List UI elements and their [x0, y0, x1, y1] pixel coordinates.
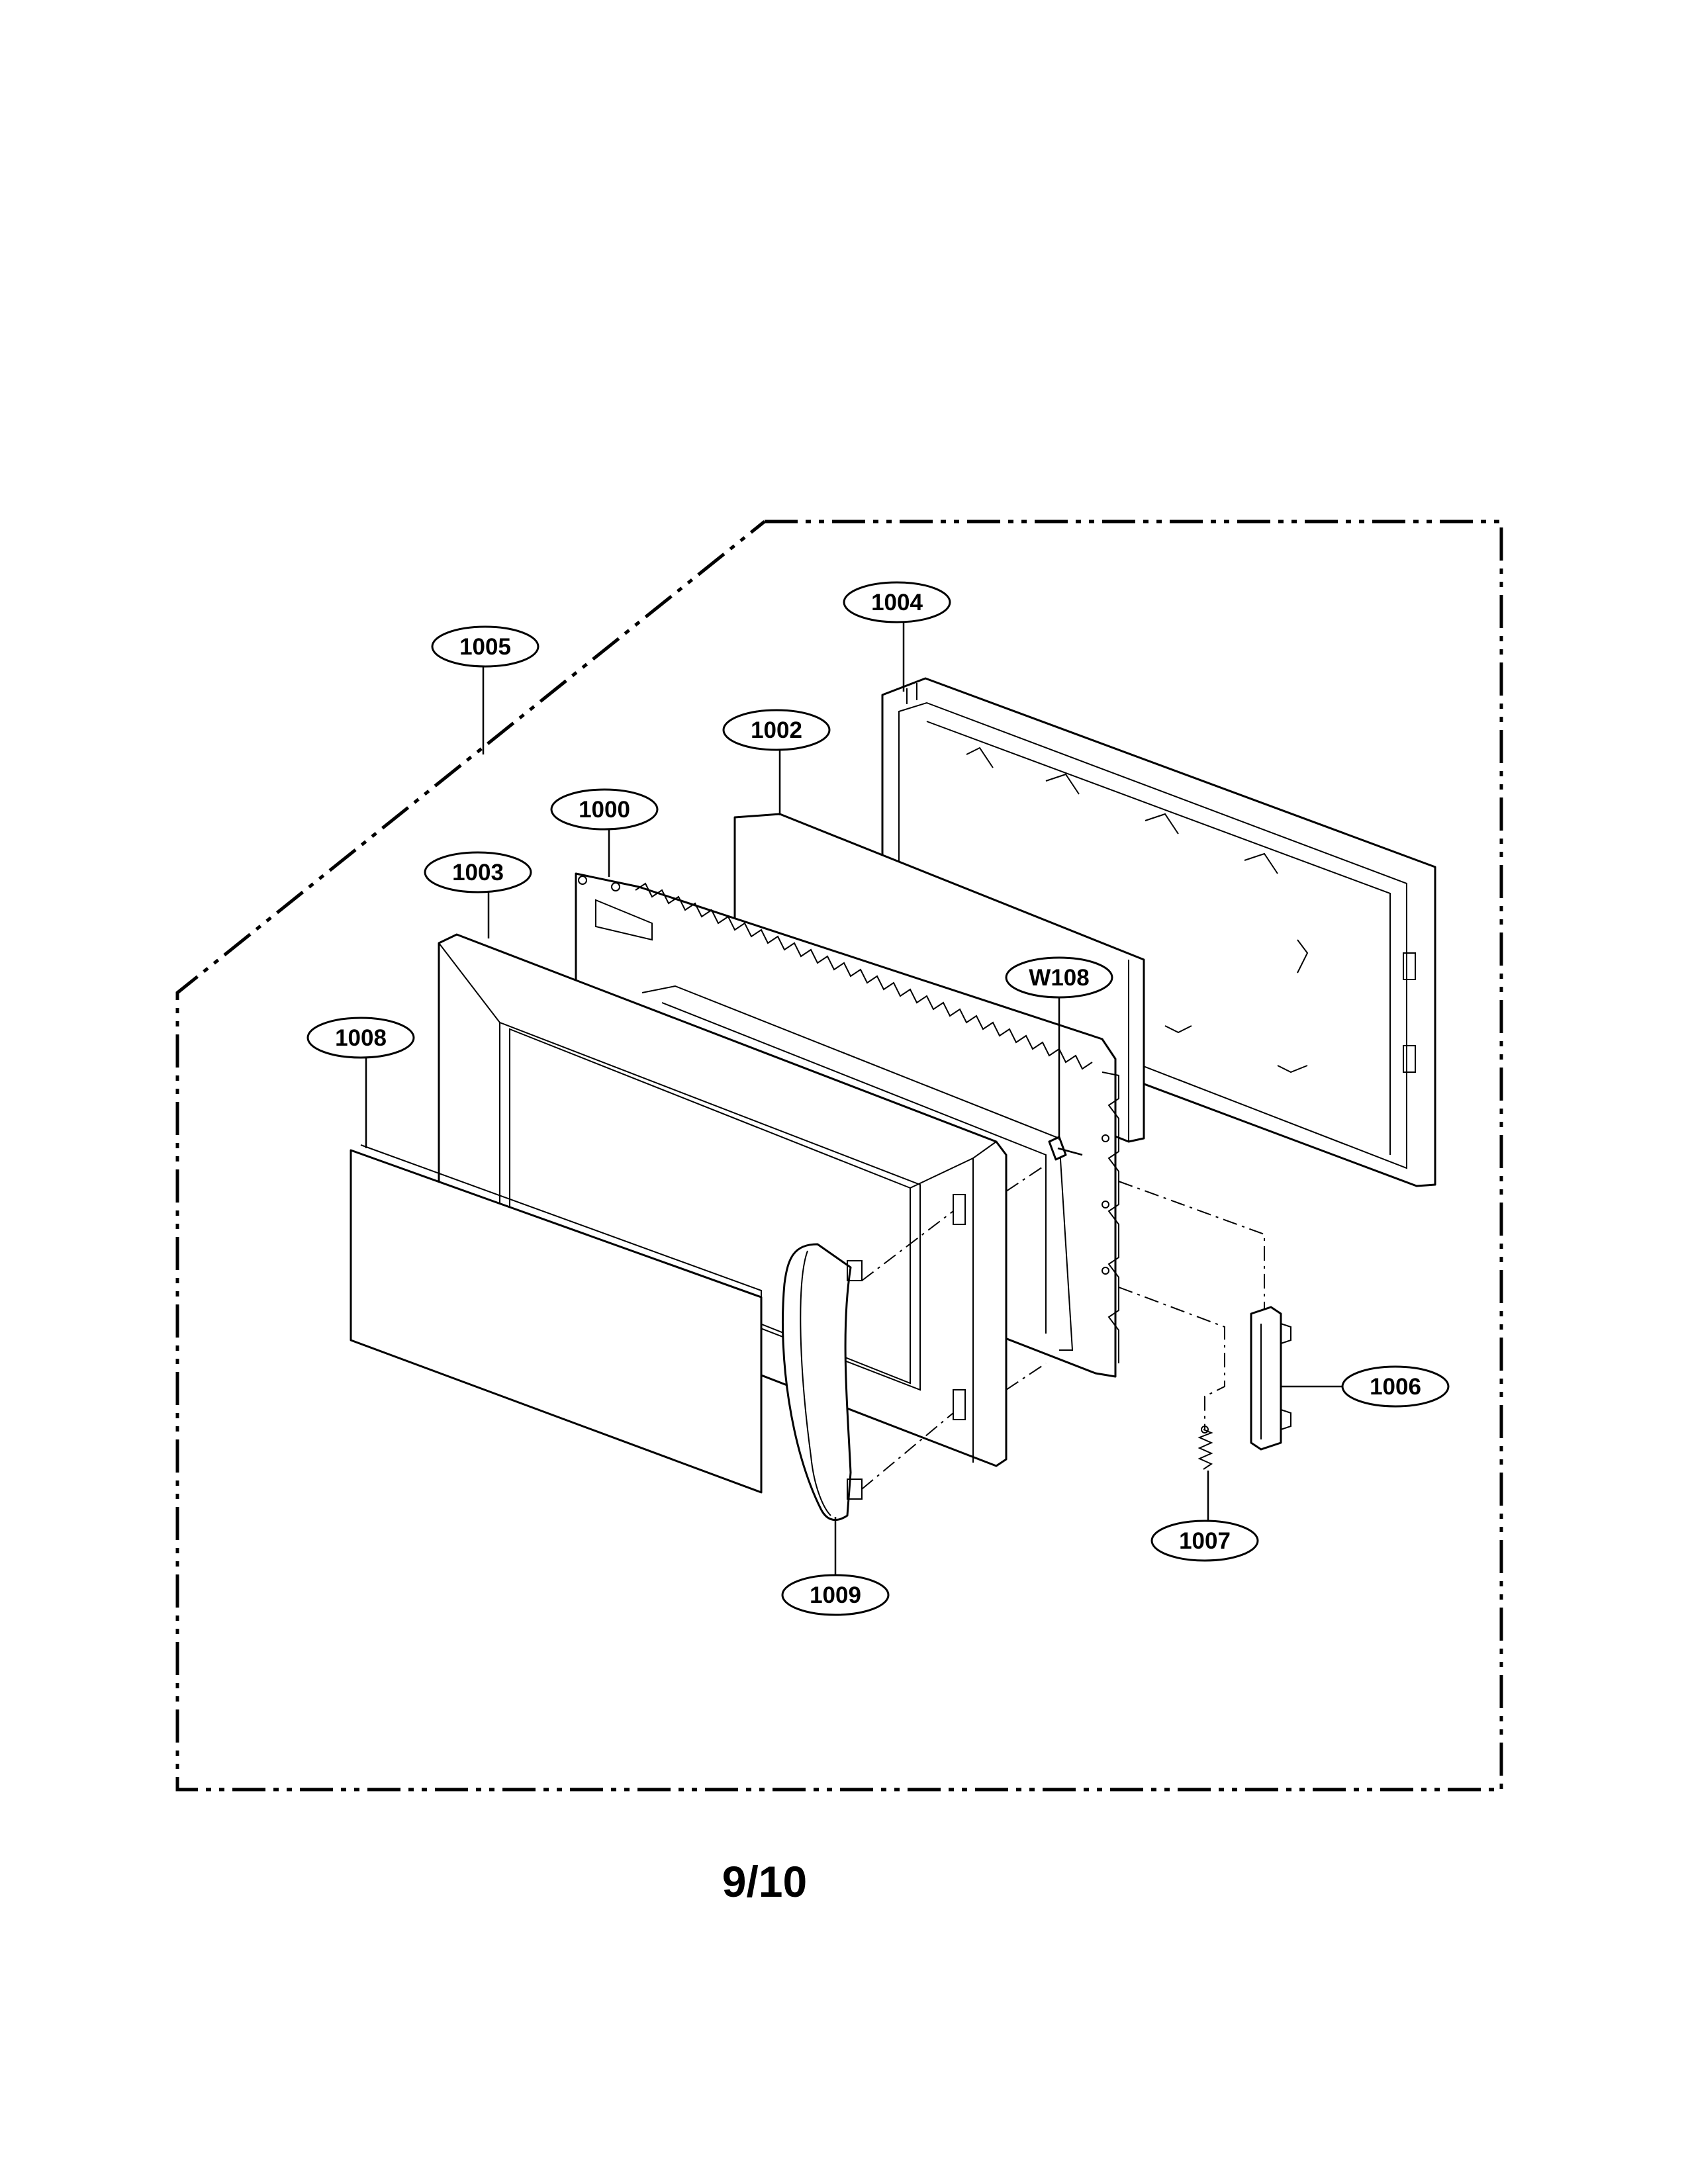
- svg-text:1005: 1005: [459, 634, 511, 660]
- svg-text:W108: W108: [1029, 965, 1089, 991]
- callout-w108: W108: [1005, 956, 1113, 999]
- screw-w108: [1048, 1136, 1083, 1161]
- callout-1005: 1005: [431, 625, 539, 668]
- assembly-boundary: [175, 520, 1503, 1792]
- part-1009-handle: [781, 1243, 863, 1522]
- callout-1007: 1007: [1150, 1520, 1259, 1562]
- callout-1004: 1004: [843, 581, 951, 623]
- callout-1000: 1000: [550, 788, 659, 831]
- svg-text:1002: 1002: [751, 717, 802, 743]
- leader-lines: [365, 622, 1344, 1575]
- svg-text:1006: 1006: [1370, 1374, 1421, 1400]
- callout-1008: 1008: [306, 1017, 415, 1059]
- callout-1002: 1002: [722, 709, 831, 751]
- svg-text:1004: 1004: [871, 590, 923, 615]
- page-number: 9/10: [722, 1857, 808, 1906]
- svg-text:1007: 1007: [1179, 1528, 1231, 1554]
- svg-text:1008: 1008: [335, 1025, 387, 1051]
- part-1007-spring: [1197, 1426, 1213, 1470]
- svg-text:1009: 1009: [810, 1582, 861, 1608]
- callout-1009: 1009: [781, 1574, 890, 1616]
- svg-text:1000: 1000: [579, 797, 630, 823]
- part-1008-glass: [350, 1144, 763, 1494]
- callout-1006: 1006: [1341, 1365, 1450, 1408]
- svg-text:1003: 1003: [452, 860, 504, 886]
- assembly-guide-lines: [861, 1164, 1265, 1490]
- callout-1003: 1003: [424, 851, 532, 893]
- part-1006-latch: [1250, 1306, 1291, 1451]
